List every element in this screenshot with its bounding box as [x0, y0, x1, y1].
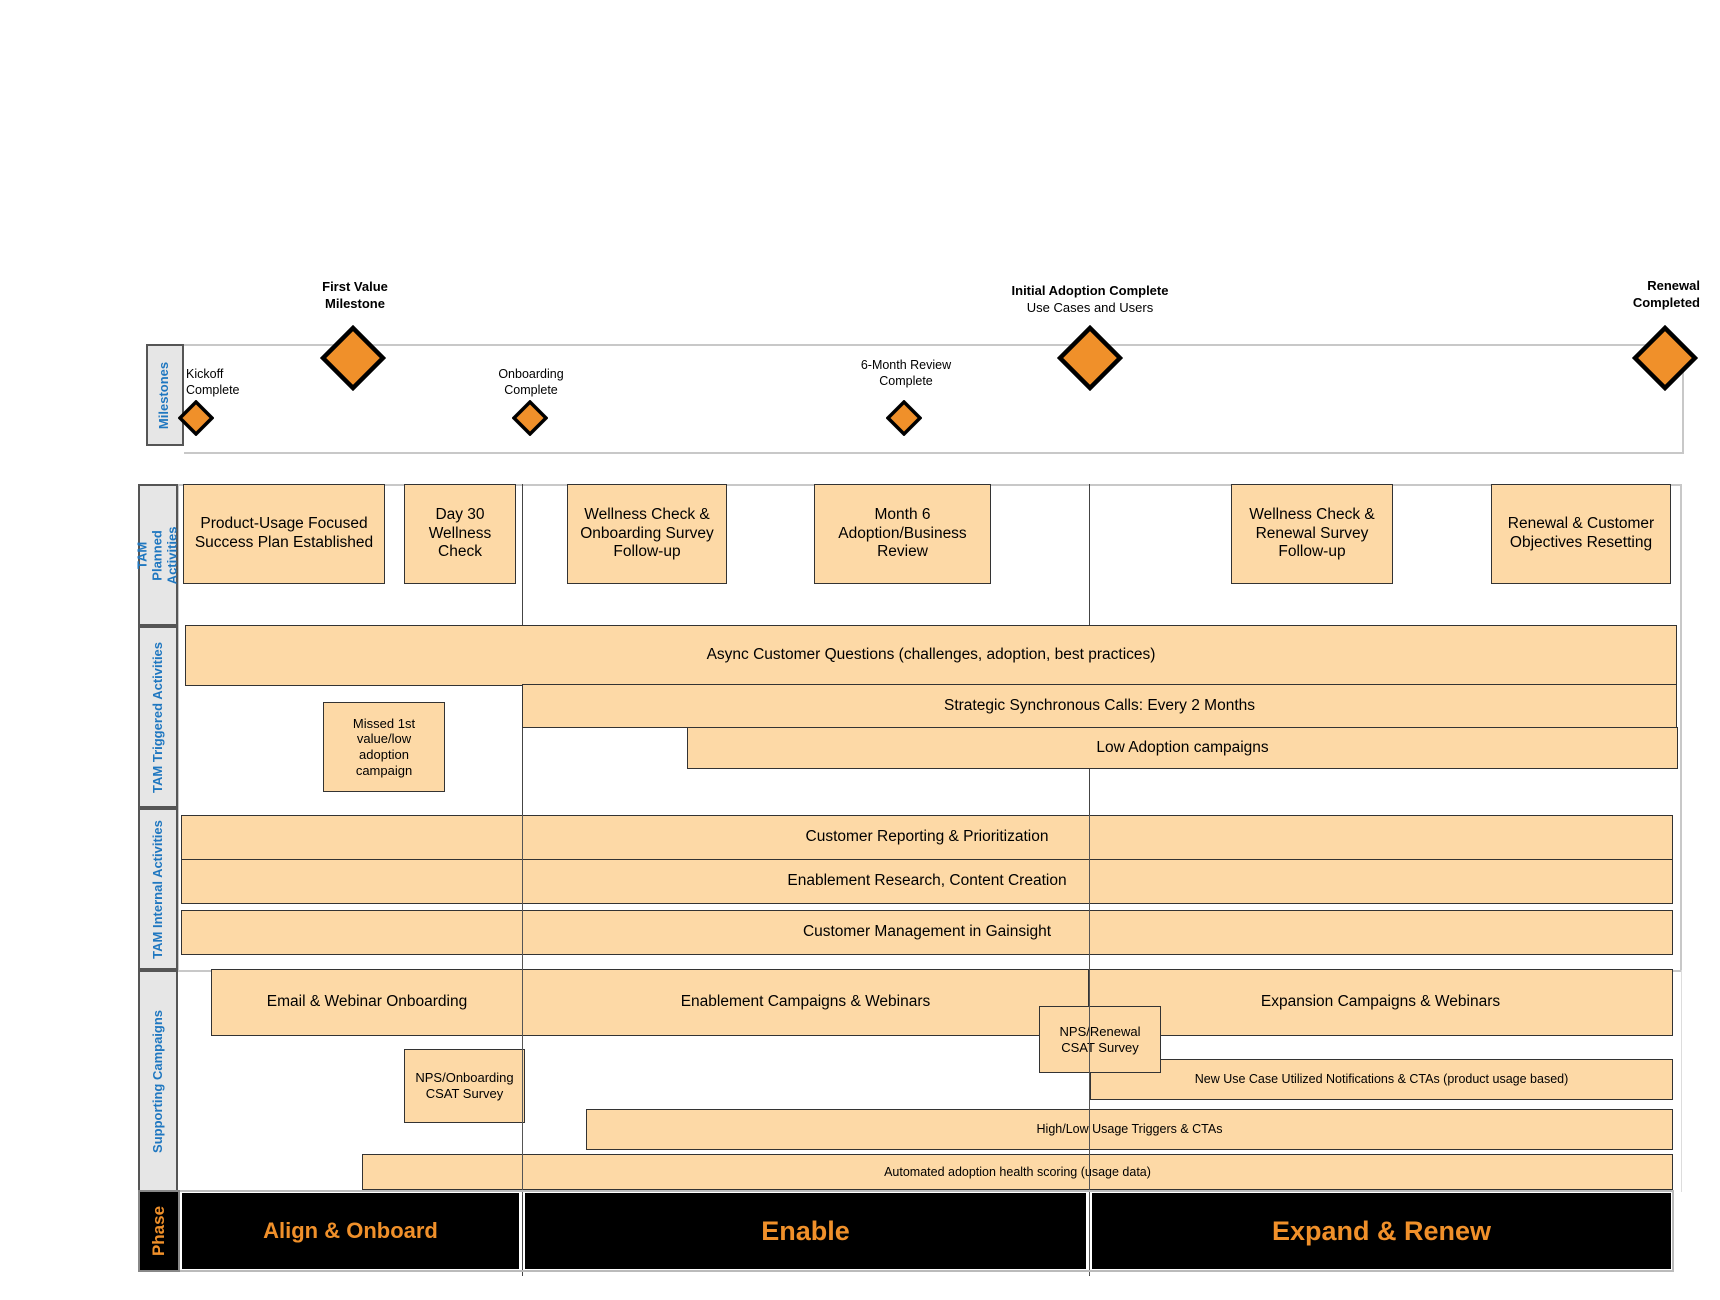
phase-expand-renew: Expand & Renew [1092, 1193, 1671, 1269]
lane-label-internal: TAM Internal Activities [138, 808, 178, 970]
triggered-low-adoption: Low Adoption campaigns [687, 727, 1678, 769]
lane-label-phase: Phase [138, 1190, 180, 1272]
lane-label-internal-text: TAM Internal Activities [149, 819, 165, 959]
campaign-email-onboarding: Email & Webinar Onboarding [211, 969, 523, 1036]
campaign-new-use-case: New Use Case Utilized Notifications & CT… [1090, 1059, 1673, 1100]
lane-label-phase-text: Phase [149, 1205, 168, 1257]
internal-enablement: Enablement Research, Content Creation [181, 859, 1673, 904]
milestone-label-initial-adoption-title: Initial Adoption Complete [1011, 283, 1169, 298]
lane-label-milestones: Milestones [146, 344, 184, 446]
milestone-label-initial-adoption: Initial Adoption Complete Use Cases and … [990, 283, 1190, 317]
campaign-expansion: Expansion Campaigns & Webinars [1088, 969, 1673, 1036]
milestone-diamond-six-month [886, 400, 922, 436]
lane-label-planned: TAM Planned Activities [134, 484, 180, 626]
campaign-nps-onboarding: NPS/Onboarding CSAT Survey [404, 1049, 525, 1123]
planned-wellness-onboarding: Wellness Check & Onboarding Survey Follo… [567, 484, 727, 584]
campaign-nps-renewal: NPS/Renewal CSAT Survey [1039, 1006, 1161, 1073]
lane-label-triggered: TAM Triggered Activities [138, 626, 178, 808]
planned-wellness-renewal: Wellness Check & Renewal Survey Follow-u… [1231, 484, 1393, 584]
campaign-high-low: High/Low Usage Triggers & CTAs [586, 1109, 1673, 1150]
lane-label-planned-text: TAM Planned Activities [134, 526, 180, 584]
milestone-diamond-first-value [320, 325, 386, 391]
triggered-missed: Missed 1st value/low adoption campaign [323, 702, 445, 792]
phase-divider-1-overlay [522, 815, 523, 1195]
triggered-async: Async Customer Questions (challenges, ad… [185, 625, 1677, 686]
triggered-strategic: Strategic Synchronous Calls: Every 2 Mon… [522, 684, 1677, 728]
internal-reporting: Customer Reporting & Prioritization [181, 815, 1673, 860]
planned-day30: Day 30 Wellness Check [404, 484, 516, 584]
milestone-label-renewal: Renewal Completed [1632, 278, 1700, 310]
lane-label-milestones-text: Milestones [156, 361, 172, 429]
lane-label-campaigns: Supporting Campaigns [138, 970, 178, 1192]
milestones-track [184, 344, 1684, 454]
lane-label-triggered-text: TAM Triggered Activities [149, 641, 165, 793]
planned-success-plan: Product-Usage Focused Success Plan Estab… [183, 484, 385, 584]
milestone-diamond-kickoff [178, 400, 214, 436]
milestone-label-initial-adoption-sub: Use Cases and Users [1026, 299, 1154, 315]
milestone-diamond-renewal [1632, 325, 1698, 391]
phase-divider-2-overlay [1089, 815, 1090, 1275]
campaign-enablement: Enablement Campaigns & Webinars [522, 969, 1089, 1036]
milestone-label-onboarding: Onboarding Complete [498, 367, 564, 398]
milestone-label-first-value: First Value Milestone [322, 279, 388, 311]
internal-gainsight: Customer Management in Gainsight [181, 910, 1673, 955]
milestone-label-kickoff: Kickoff Complete [186, 367, 240, 398]
planned-month6: Month 6 Adoption/Business Review [814, 484, 991, 584]
milestone-label-six-month: 6-Month Review Complete [860, 358, 952, 389]
phase-align-onboard: Align & Onboard [182, 1193, 519, 1269]
campaign-health-scoring: Automated adoption health scoring (usage… [362, 1154, 1673, 1190]
milestone-diamond-onboarding [512, 400, 548, 436]
campaigns-frame [178, 970, 1682, 1192]
lane-label-campaigns-text: Supporting Campaigns [149, 1009, 165, 1153]
phase-enable: Enable [525, 1193, 1086, 1269]
planned-renewal-reset: Renewal & Customer Objectives Resetting [1491, 484, 1671, 584]
milestone-diamond-initial-adoption [1057, 325, 1123, 391]
